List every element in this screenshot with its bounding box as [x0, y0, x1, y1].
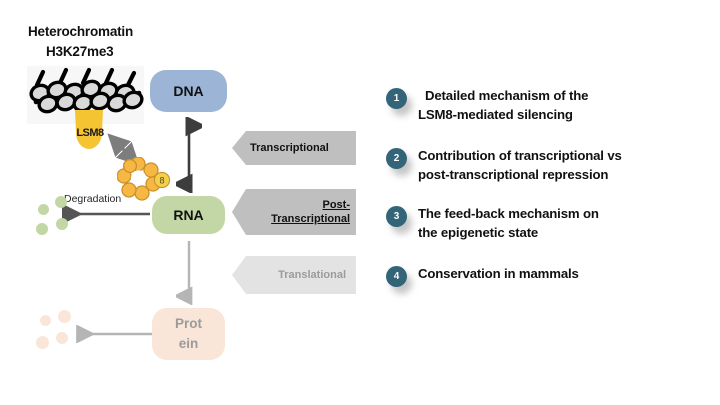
lsm8-cup-label: LSM8 — [76, 127, 104, 139]
chevron-transcriptional-label: Transcriptional — [250, 142, 329, 154]
lsm-ring-subunit-number: 8 — [159, 176, 164, 186]
node-protein-label-line2: ein — [178, 336, 199, 351]
objective-1-line1: Detailed mechanism of the — [425, 88, 589, 103]
rna-degradation-dots — [36, 196, 76, 240]
objectives-list: 1 Detailed mechanism of the LSM8-mediate… — [386, 86, 698, 303]
nucleosome-array-icon — [29, 67, 144, 114]
protein-degradation-dots — [36, 310, 78, 354]
node-protein[interactable]: Prot ein — [152, 308, 225, 360]
rna-protein-arrow — [173, 239, 202, 306]
node-rna[interactable]: RNA — [152, 196, 225, 234]
chevron-post-line2: Transcriptional — [271, 213, 350, 225]
protein-degradation-arrow — [70, 324, 154, 344]
chromatin-illustration — [27, 66, 144, 124]
node-dna-label: DNA — [173, 83, 204, 99]
objective-1-line2: LSM8-mediated silencing — [418, 107, 573, 122]
objective-text-2: Contribution of transcriptional vs post-… — [418, 146, 622, 184]
degradation-label: Degradation — [64, 193, 122, 205]
rna-degradation-arrow — [56, 203, 152, 225]
objective-badge-4: 4 — [386, 266, 407, 287]
objective-badge-2: 2 — [386, 148, 407, 169]
chevron-post-transcriptional[interactable]: Post- Transcriptional — [232, 189, 356, 235]
chevron-translational[interactable]: Translational — [232, 256, 356, 294]
chevron-transcriptional[interactable]: Transcriptional — [232, 131, 356, 165]
objective-2-line2: post-transcriptional repression — [418, 167, 609, 182]
h3k27me3-label: H3K27me3 — [46, 44, 114, 59]
node-protein-label-line1: Prot — [175, 316, 202, 331]
list-item[interactable]: 1 Detailed mechanism of the LSM8-mediate… — [386, 86, 698, 124]
objective-badge-1: 1 — [386, 88, 407, 109]
list-item[interactable]: 3 The feed-back mechanism on the epigene… — [386, 204, 698, 242]
objective-4-line1: Conservation in mammals — [418, 266, 579, 281]
objective-2-line1: Contribution of transcriptional vs — [418, 148, 622, 163]
objective-badge-3: 3 — [386, 206, 407, 227]
lsm-ring-complex: 8 — [116, 156, 173, 207]
heterochromatin-label: Heterochromatin — [28, 24, 134, 39]
list-item[interactable]: 4 Conservation in mammals — [386, 264, 698, 287]
lsm8-cup-shape — [72, 110, 106, 152]
objective-text-3: The feed-back mechanism on the epigeneti… — [418, 204, 599, 242]
objective-text-1: Detailed mechanism of the LSM8-mediated … — [418, 86, 588, 124]
chevron-post-line1: Post- — [322, 199, 351, 211]
chevron-translational-label: Translational — [278, 269, 346, 281]
objective-text-4: Conservation in mammals — [418, 264, 579, 283]
objective-3-line2: the epigenetic state — [418, 225, 539, 240]
cup-ring-double-arrow — [104, 131, 144, 171]
dna-rna-double-arrow — [171, 115, 207, 195]
list-item[interactable]: 2 Contribution of transcriptional vs pos… — [386, 146, 698, 184]
chevron-post-transcriptional-label: Post- Transcriptional — [271, 198, 350, 226]
objective-3-line1: The feed-back mechanism on — [418, 206, 599, 221]
node-dna[interactable]: DNA — [150, 70, 227, 112]
node-rna-label: RNA — [173, 207, 204, 223]
